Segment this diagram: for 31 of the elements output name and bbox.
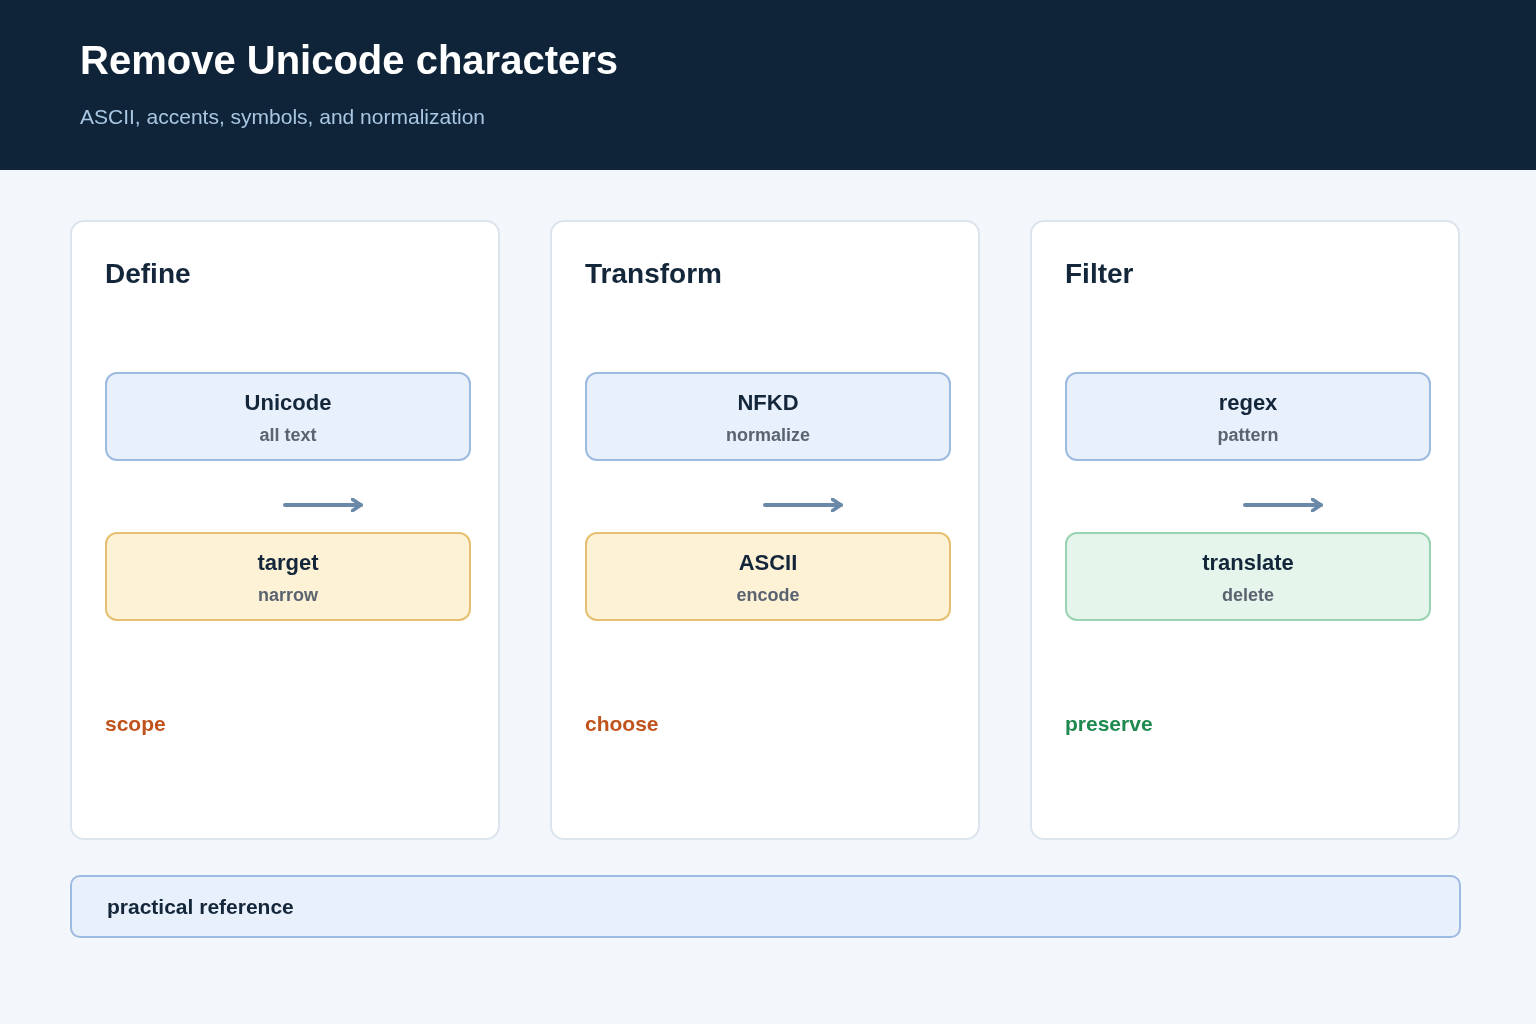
step-box (585, 532, 951, 621)
stage-panel (70, 220, 500, 840)
step-title: regex (1217, 390, 1279, 416)
step-title: target (256, 550, 320, 576)
stage-panel (1030, 220, 1460, 840)
panel-heading: Filter (1065, 258, 1134, 290)
footer-text: practical reference (107, 895, 294, 919)
step-subtitle: delete (1221, 585, 1275, 606)
step-subtitle: narrow (257, 585, 319, 606)
step-subtitle: all text (258, 425, 318, 446)
panel-heading: Define (105, 258, 191, 290)
panel-note: scope (105, 712, 166, 736)
step-box (105, 532, 471, 621)
footer-band (70, 875, 1461, 938)
step-box (1065, 532, 1431, 621)
panel-note: choose (585, 712, 659, 736)
step-title: NFKD (736, 390, 800, 416)
panel-note: preserve (1065, 712, 1153, 736)
step-subtitle: pattern (1216, 425, 1280, 446)
title: Remove Unicode characters (80, 38, 618, 83)
subtitle: ASCII, accents, symbols, and normalization (80, 105, 485, 129)
step-box (105, 372, 471, 461)
stage-panel (550, 220, 980, 840)
step-subtitle: normalize (725, 425, 811, 446)
step-title: ASCII (737, 550, 799, 576)
panel-heading: Transform (585, 258, 722, 290)
step-box (585, 372, 951, 461)
step-box (1065, 372, 1431, 461)
step-title: Unicode (243, 390, 333, 416)
step-subtitle: encode (735, 585, 801, 606)
step-title: translate (1201, 550, 1295, 576)
